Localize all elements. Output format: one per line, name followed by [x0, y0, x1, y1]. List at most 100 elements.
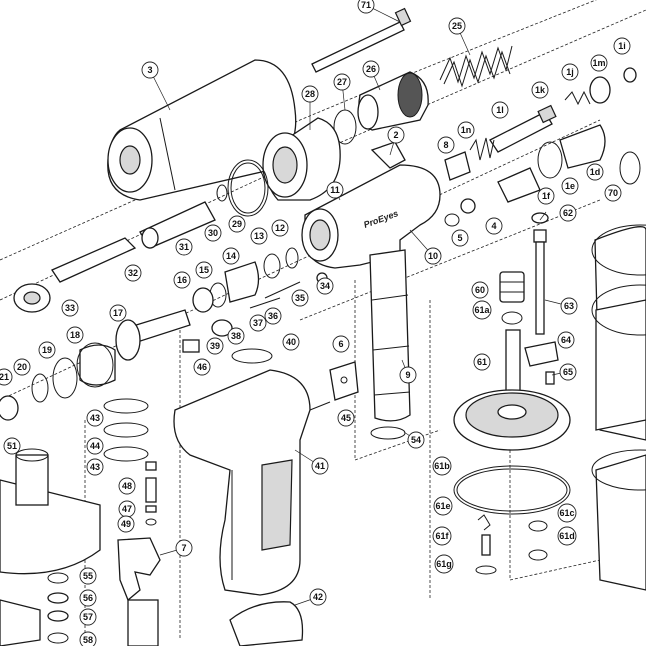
part-31-shaft [139, 201, 216, 249]
part-7-elbow [117, 537, 161, 646]
callout-1f: 1f [537, 187, 555, 205]
callout-43: 43 [86, 409, 104, 427]
svg-text:7: 7 [181, 543, 186, 553]
callout-61e: 61e [433, 496, 453, 516]
callout-1n: 1n [457, 121, 475, 139]
parts-17-19 [52, 309, 191, 399]
part-reservoir-canister [591, 224, 646, 591]
parts-1d-1e [537, 124, 641, 185]
parts-55-58 [0, 572, 69, 646]
svg-text:56: 56 [83, 593, 93, 603]
callout-1m: 1m [590, 54, 608, 72]
callout-42: 42 [309, 588, 327, 606]
svg-text:1n: 1n [461, 125, 472, 135]
callout-1d: 1d [586, 163, 604, 181]
svg-text:33: 33 [65, 303, 75, 313]
svg-text:40: 40 [286, 337, 296, 347]
svg-text:30: 30 [208, 228, 218, 238]
callout-8: 8 [437, 136, 455, 154]
svg-text:70: 70 [608, 188, 618, 198]
svg-text:61a: 61a [474, 305, 490, 315]
svg-text:11: 11 [330, 185, 340, 195]
svg-text:1f: 1f [542, 191, 551, 201]
svg-text:21: 21 [0, 372, 9, 382]
part-3-cylinder [107, 59, 297, 201]
svg-text:63: 63 [564, 301, 574, 311]
svg-text:1j: 1j [566, 67, 574, 77]
callout-61: 61 [473, 353, 491, 371]
svg-text:35: 35 [295, 293, 305, 303]
callout-61f: 61f [432, 526, 452, 546]
callout-47: 47 [118, 500, 136, 518]
callout-2: 2 [387, 126, 405, 144]
parts-12-16 [192, 247, 299, 313]
svg-text:15: 15 [199, 265, 209, 275]
svg-text:19: 19 [42, 345, 52, 355]
svg-text:20: 20 [17, 362, 27, 372]
callout-57: 57 [79, 608, 97, 626]
part-60-valve [499, 271, 525, 325]
svg-text:58: 58 [83, 635, 93, 645]
callout-28: 28 [301, 85, 319, 103]
svg-text:61: 61 [477, 357, 487, 367]
callout-37: 37 [249, 314, 267, 332]
callout-18: 18 [66, 326, 84, 344]
svg-text:54: 54 [411, 435, 421, 445]
svg-text:2: 2 [393, 130, 398, 140]
parts-43-44-gaskets [103, 398, 149, 462]
part-25-spring [439, 45, 513, 88]
svg-text:10: 10 [428, 251, 438, 261]
svg-text:60: 60 [475, 285, 485, 295]
parts-64-65 [524, 341, 559, 385]
callout-45: 45 [337, 409, 355, 427]
part-29-oring [227, 159, 269, 217]
callout-61a: 61a [472, 300, 492, 320]
parts-61c-61g [475, 514, 548, 575]
svg-text:32: 32 [128, 268, 138, 278]
part-33-knob [13, 283, 51, 313]
callout-1l: 1l [491, 101, 509, 119]
callout-20: 20 [13, 358, 31, 376]
part-40-washer [231, 348, 273, 364]
callout-12: 12 [271, 219, 289, 237]
callout-16: 16 [173, 271, 191, 289]
callout-19: 19 [38, 341, 56, 359]
svg-text:37: 37 [253, 318, 263, 328]
svg-text:3: 3 [147, 65, 152, 75]
callout-38: 38 [227, 327, 245, 345]
svg-text:1l: 1l [496, 105, 504, 115]
callout-25: 25 [448, 17, 466, 35]
callout-33: 33 [61, 299, 79, 317]
svg-text:39: 39 [210, 341, 220, 351]
callout-14: 14 [222, 247, 240, 265]
part-28-piston [262, 117, 341, 201]
callout-35: 35 [291, 289, 309, 307]
part-30-washer [216, 184, 228, 202]
callout-65: 65 [559, 363, 577, 381]
svg-text:61g: 61g [436, 559, 452, 569]
callout-49: 49 [117, 515, 135, 533]
callout-40: 40 [282, 333, 300, 351]
parts-20-21 [0, 373, 49, 421]
svg-text:57: 57 [83, 612, 93, 622]
svg-text:8: 8 [443, 140, 448, 150]
svg-text:61f: 61f [435, 531, 449, 541]
part-54-ring [370, 426, 406, 440]
callout-4: 4 [485, 217, 503, 235]
svg-text:61c: 61c [559, 508, 574, 518]
callout-71: 71 [357, 0, 375, 14]
svg-text:64: 64 [561, 335, 571, 345]
svg-text:43: 43 [90, 462, 100, 472]
callout-43: 43 [86, 458, 104, 476]
callout-1j: 1j [561, 63, 579, 81]
svg-text:1e: 1e [565, 181, 575, 191]
svg-text:44: 44 [90, 441, 100, 451]
callout-10: 10 [424, 247, 442, 265]
svg-text:1i: 1i [618, 41, 626, 51]
part-71-rod [311, 7, 412, 73]
callout-70: 70 [604, 184, 622, 202]
svg-text:28: 28 [305, 89, 315, 99]
parts-1n-8 [444, 137, 495, 181]
svg-text:31: 31 [179, 242, 189, 252]
svg-text:13: 13 [254, 231, 264, 241]
